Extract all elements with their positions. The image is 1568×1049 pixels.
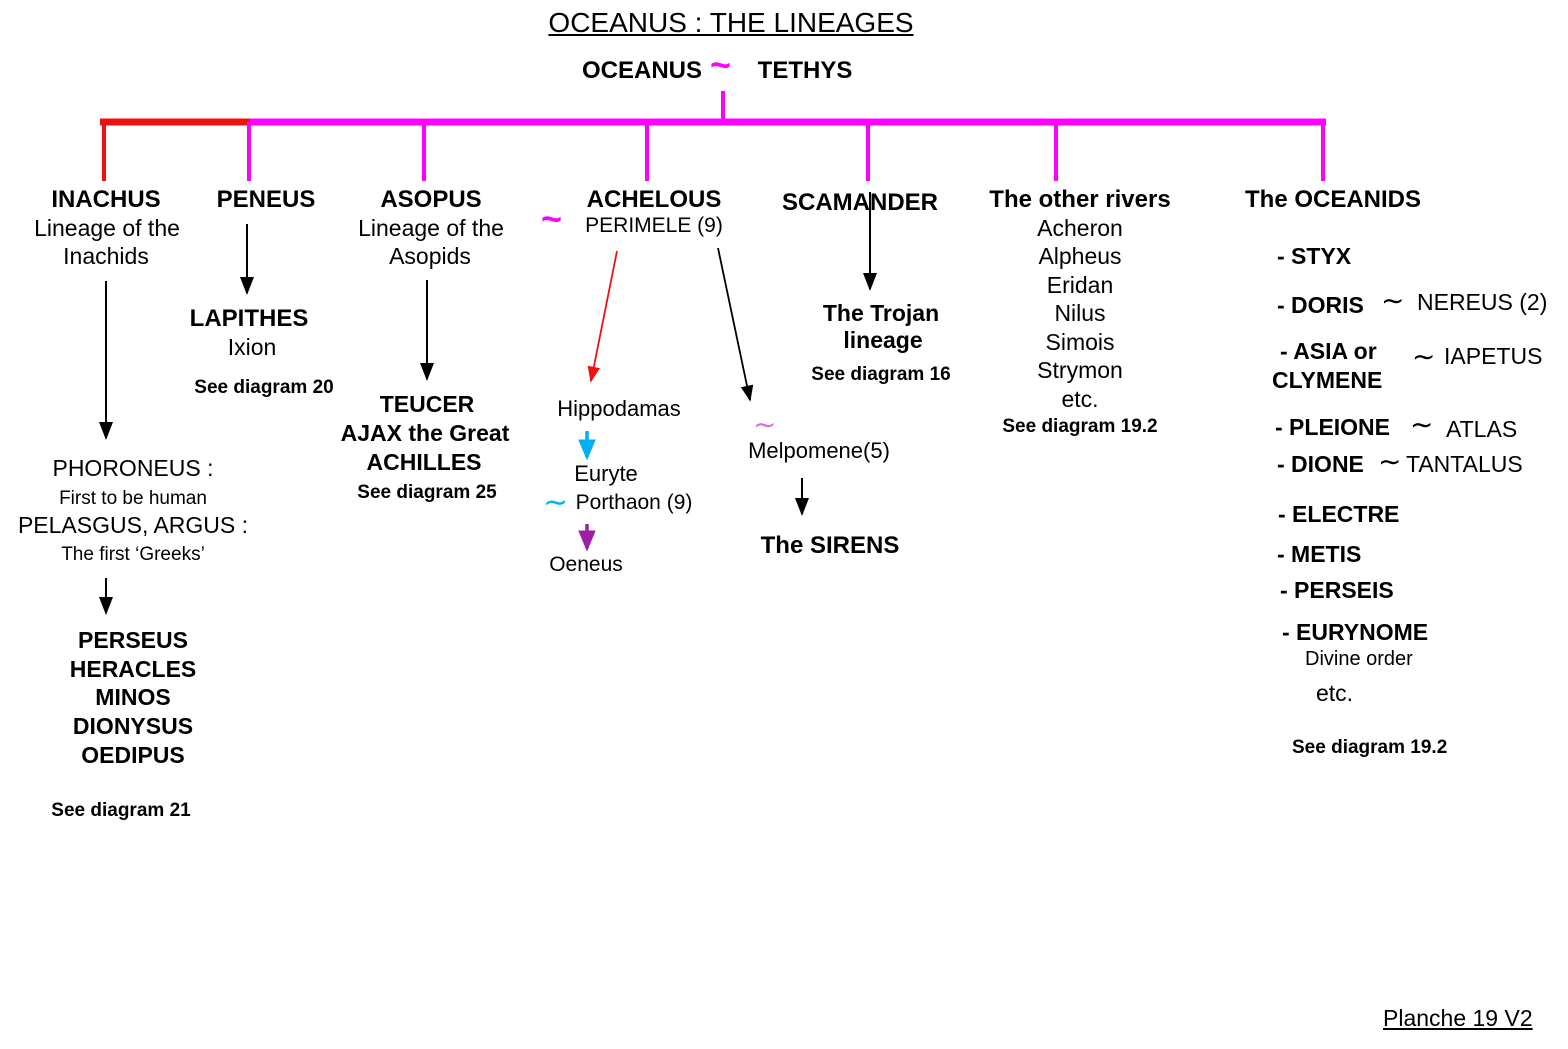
oceanid-partner: TANTALUS — [1406, 451, 1523, 477]
hippodamas-label: Hippodamas — [557, 396, 681, 421]
inachus-see-note: See diagram 21 — [51, 800, 191, 821]
union-tilde-icon: ∼ — [1381, 285, 1405, 316]
inachus-hero: MINOS — [95, 684, 171, 710]
asopus-subtitle-2: Asopids — [389, 243, 471, 269]
lapithes-label: LAPITHES — [189, 305, 309, 332]
peneus-see-note: See diagram 20 — [194, 377, 334, 398]
oceanids-etc: etc. — [1316, 680, 1354, 706]
river-item: Strymon — [1037, 357, 1123, 383]
oceanid-item: - ELECTRE — [1278, 501, 1400, 527]
union-tilde-icon: ∼ — [1410, 409, 1434, 440]
union-tilde-icon: ~ — [710, 44, 732, 85]
inachus-name: INACHUS — [51, 186, 161, 213]
oceanid-partner: ATLAS — [1446, 416, 1518, 442]
plate-number: Planche 19 V2 — [1383, 1005, 1533, 1031]
trojan-line-1: The Trojan — [822, 300, 940, 326]
inachus-hero: DIONYSUS — [72, 713, 194, 739]
oceanid-item: - EURYNOME — [1282, 619, 1429, 645]
inachus-hero: PERSEUS — [78, 627, 188, 653]
root-husband: OCEANUS — [581, 57, 703, 84]
oceanid-item-line2: CLYMENE — [1272, 367, 1383, 393]
asopus-hero: AJAX the Great — [340, 420, 510, 446]
peneus-name: PENEUS — [216, 186, 316, 213]
river-item: Acheron — [1037, 215, 1123, 241]
oceanids-see-note: See diagram 19.2 — [1292, 737, 1448, 758]
asopus-see-note: See diagram 25 — [357, 482, 497, 503]
oceanid-item: - STYX — [1277, 243, 1352, 269]
pelasgus-label: PELASGUS, ARGUS : — [17, 512, 249, 538]
achelous-name: ACHELOUS — [586, 186, 722, 213]
union-tilde-icon: ~ — [541, 198, 563, 239]
oceanid-item: - METIS — [1277, 541, 1362, 567]
river-item: Simois — [1045, 329, 1115, 355]
arrow-achelous-melpomene — [717, 247, 754, 402]
oceanid-item: - DIONE — [1277, 451, 1364, 477]
union-tilde-icon: ∼ — [753, 409, 777, 440]
oceanid-item: - ASIA or — [1280, 338, 1377, 364]
asopus-hero: TEUCER — [379, 391, 475, 417]
perimele-label: PERIMELE (9) — [585, 214, 723, 237]
union-tilde-icon: ∼ — [1378, 446, 1402, 477]
sirens-label: The SIRENS — [760, 532, 900, 559]
oceanid-item: - PLEIONE — [1275, 414, 1391, 440]
oceanid-item: - PERSEIS — [1280, 577, 1394, 603]
inachus-subtitle-1: Lineage of the — [34, 215, 180, 241]
arrow-perimele-hippodamas — [587, 250, 618, 383]
asopus-subtitle-1: Lineage of the — [358, 215, 504, 241]
oeneus-label: Oeneus — [549, 553, 623, 576]
river-item: etc. — [1061, 386, 1099, 412]
oceanid-partner: NEREUS (2) — [1417, 289, 1548, 315]
inachus-hero: HERACLES — [69, 656, 197, 682]
rivers-see-note: See diagram 19.2 — [1002, 416, 1158, 437]
phoroneus-note: First to be human — [59, 488, 207, 509]
inachus-subtitle-2: Inachids — [63, 243, 149, 269]
porthaon-label: Porthaon (9) — [575, 491, 693, 514]
river-item: Eridan — [1046, 272, 1114, 298]
oceanid-partner: IAPETUS — [1444, 343, 1543, 369]
ixion-label: Ixion — [227, 334, 277, 360]
phoroneus-label: PHORONEUS : — [52, 455, 214, 481]
asopus-name: ASOPUS — [380, 186, 482, 213]
river-item: Nilus — [1054, 300, 1106, 326]
rivers-name: The other rivers — [989, 186, 1171, 213]
root-wife: TETHYS — [757, 57, 853, 84]
family-bar — [100, 91, 1326, 181]
oceanid-item: - DORIS — [1277, 292, 1364, 318]
euryte-label: Euryte — [574, 461, 638, 486]
inachus-hero: OEDIPUS — [81, 742, 185, 768]
trojan-line-2: lineage — [843, 327, 923, 353]
oceanids-name: The OCEANIDS — [1244, 186, 1422, 213]
scamander-name: SCAMANDER — [782, 189, 938, 216]
page-title: OCEANUS : THE LINEAGES — [548, 7, 914, 38]
descent-arrows — [99, 192, 877, 615]
river-item: Alpheus — [1038, 243, 1122, 269]
melpomene-label: Melpomene(5) — [748, 438, 890, 463]
union-tilde-icon: ∼ — [1412, 341, 1436, 372]
asopus-hero: ACHILLES — [366, 449, 482, 475]
union-tilde-icon: ∼ — [543, 486, 569, 519]
eurynome-note: Divine order — [1305, 648, 1413, 670]
scamander-see-note: See diagram 16 — [811, 364, 951, 385]
pelasgus-note: The first ‘Greeks’ — [61, 544, 205, 565]
